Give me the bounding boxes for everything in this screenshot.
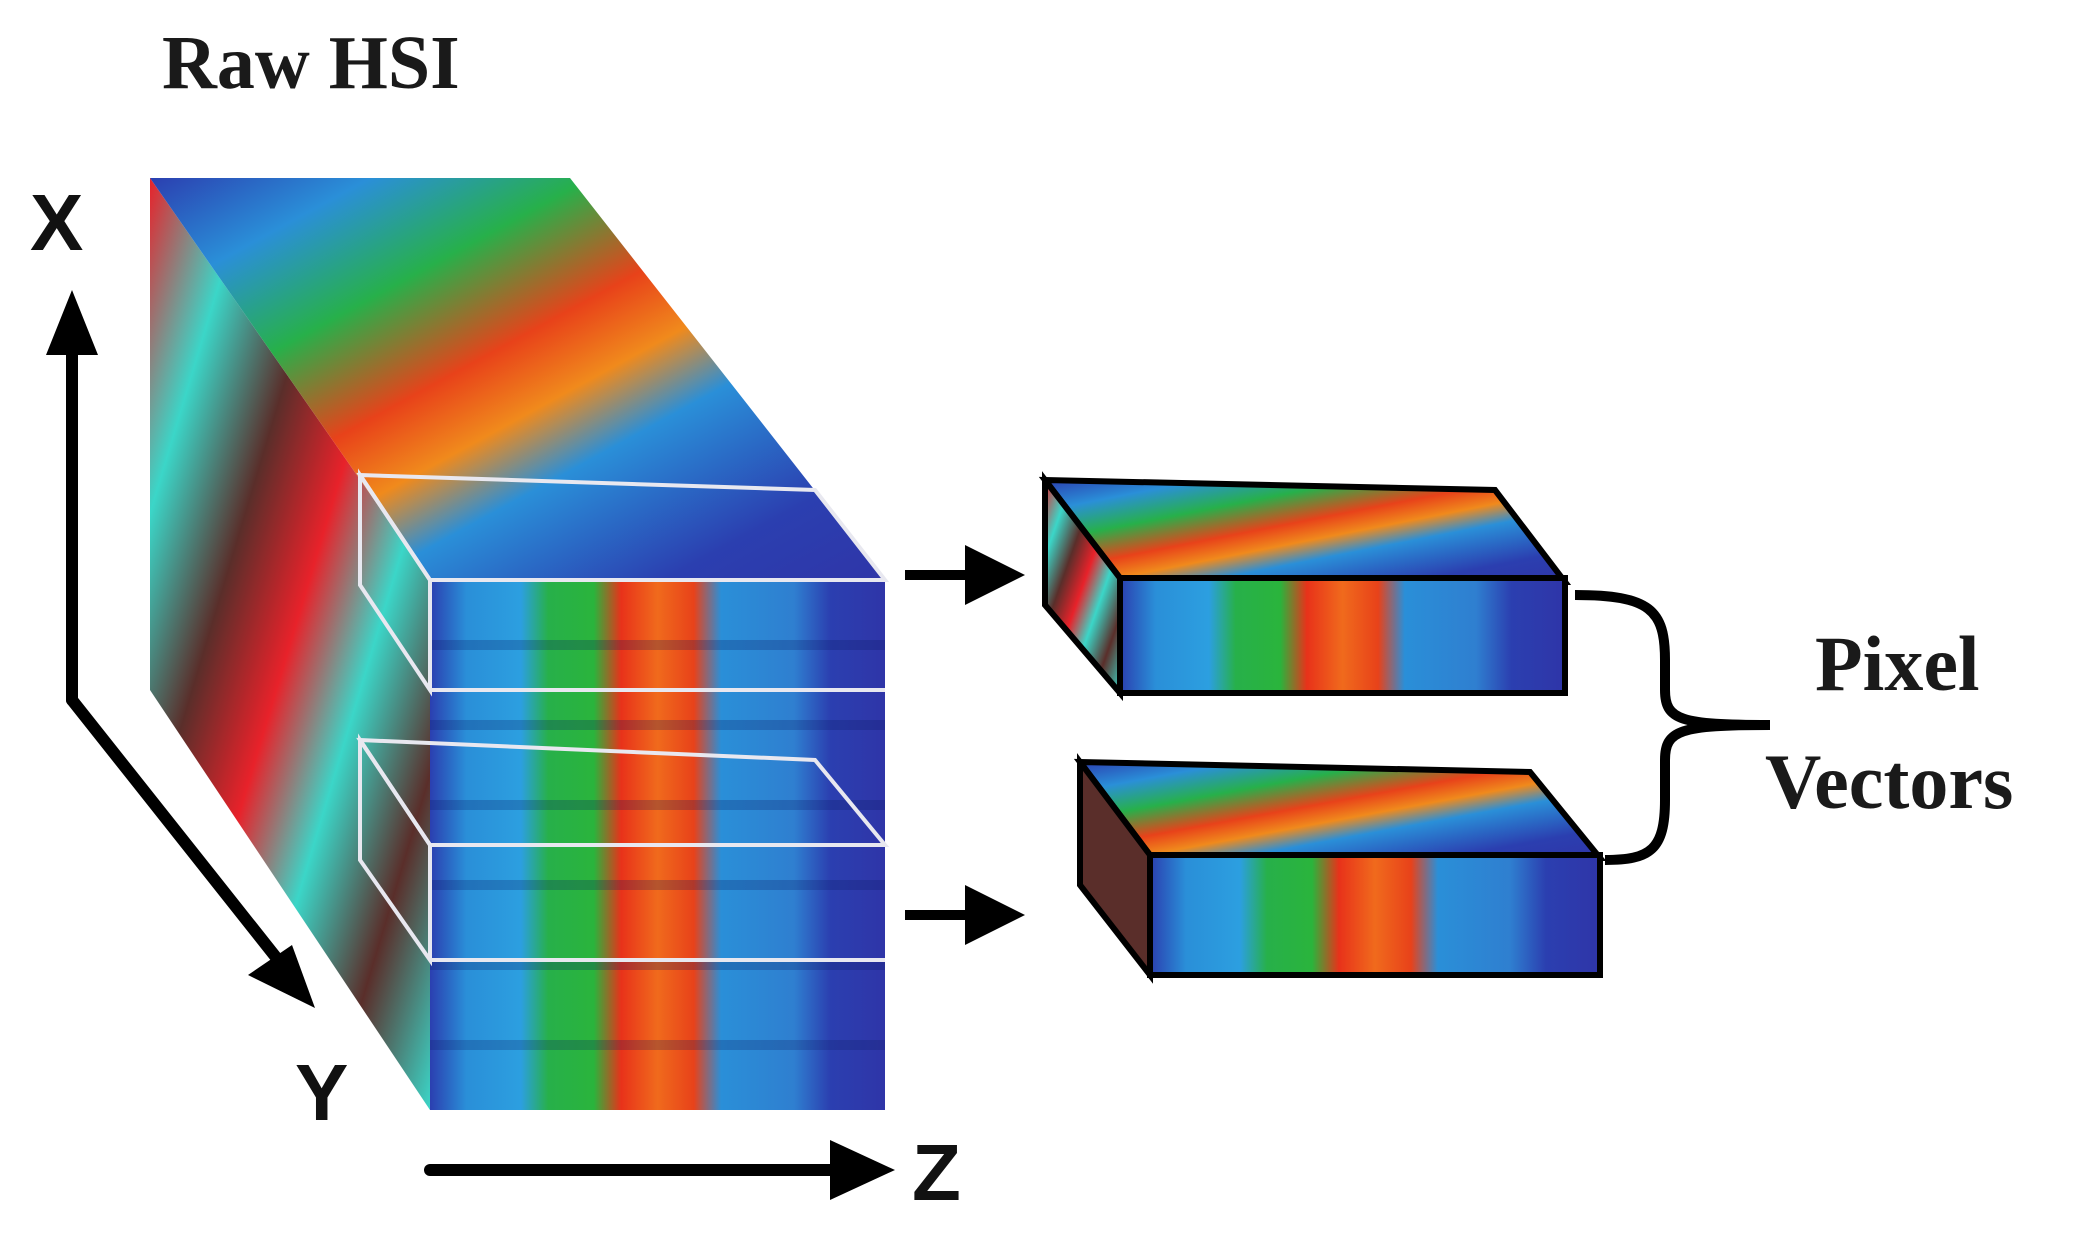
pixel-slice-outlines bbox=[356, 468, 890, 967]
curly-brace bbox=[1574, 590, 1771, 865]
axis-arrows bbox=[66, 324, 846, 1176]
pixel-vector-lower bbox=[1073, 753, 1607, 984]
extraction-arrows bbox=[905, 545, 1025, 945]
cube-front-banding bbox=[430, 640, 885, 1050]
axis-label-y: Y bbox=[295, 1048, 348, 1137]
cube-spatial-face bbox=[150, 178, 430, 1110]
axis-arrowhead-y bbox=[248, 945, 315, 1008]
axis-label-x: X bbox=[30, 178, 83, 267]
vector-lower-top bbox=[1073, 758, 1607, 862]
hsi-cube bbox=[150, 178, 890, 1110]
vector-upper-top bbox=[1038, 476, 1572, 586]
axis-arrowhead-x bbox=[46, 290, 98, 355]
cube-top-face bbox=[150, 178, 885, 580]
axis-label-z: Z bbox=[912, 1128, 961, 1217]
vector-upper-front bbox=[1117, 575, 1568, 696]
vector-lower-front bbox=[1147, 852, 1603, 978]
output-label-line2: Vectors bbox=[1765, 738, 2013, 825]
pixel-vector-upper bbox=[1038, 471, 1572, 702]
output-label-line1: Pixel bbox=[1815, 620, 1980, 707]
axis-arrow-y bbox=[66, 694, 296, 981]
diagram-title: Raw HSI bbox=[162, 21, 460, 105]
axis-arrowhead-z bbox=[830, 1140, 895, 1200]
